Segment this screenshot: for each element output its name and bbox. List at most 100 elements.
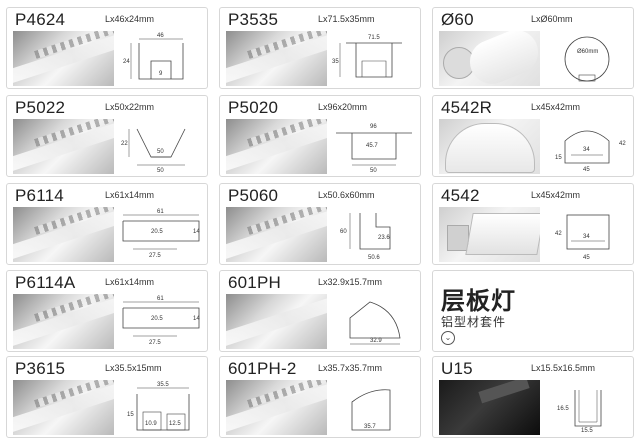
- dim-inner: 50: [157, 149, 164, 155]
- product-card-p3535[interactable]: P3535 Lx71.5x35mm 71.5 35: [219, 7, 421, 89]
- product-photo: [13, 31, 114, 86]
- product-photo: [226, 294, 327, 349]
- product-size: Lx50x22mm: [105, 102, 155, 112]
- dim-inner: 45.7: [366, 143, 378, 149]
- product-photo: [226, 207, 327, 262]
- dim-width: 61: [157, 296, 164, 302]
- product-size: Lx96x20mm: [318, 102, 368, 112]
- dim-height: 15: [127, 412, 134, 418]
- product-code: 601PH: [228, 273, 281, 292]
- dim-width: 61: [157, 209, 164, 215]
- product-code: 4542: [441, 186, 480, 205]
- product-size: Lx61x14mm: [105, 277, 155, 287]
- product-code: P5020: [228, 98, 279, 117]
- product-photo: [13, 207, 114, 262]
- product-code: P5022: [15, 98, 66, 117]
- dim-slot-b: 12.5: [169, 421, 181, 427]
- product-size: Lx45x42mm: [531, 102, 581, 112]
- dim-height: 42: [555, 231, 562, 237]
- dim-diameter: Ø60mm: [577, 49, 598, 55]
- dim-inner: 9: [159, 71, 163, 77]
- profile-drawing: Ø60mm: [543, 31, 631, 86]
- dim-width: 96: [370, 124, 377, 130]
- product-size: Lx46x24mm: [105, 14, 155, 24]
- profile-drawing: 22 50 50: [117, 119, 205, 174]
- dim-inner: 34: [583, 234, 590, 240]
- product-card-p6114[interactable]: P6114 Lx61x14mm 61 20.5 14 27.5: [6, 183, 208, 265]
- product-photo: [226, 31, 327, 86]
- profile-drawing: 34 15 42 45: [543, 119, 631, 174]
- dim-side: 15: [555, 155, 562, 161]
- dim-width: 71.5: [368, 35, 380, 41]
- product-size: Lx50.6x60mm: [318, 190, 375, 200]
- product-code: P3615: [15, 359, 66, 378]
- product-card-p4624[interactable]: P4624 Lx46x24mm 46 24 9: [6, 7, 208, 89]
- product-card-4542[interactable]: 4542 Lx45x42mm 34 42 45: [432, 183, 634, 265]
- product-card-u15[interactable]: U15 Lx15.5x16.5mm 15.5 16.5: [432, 356, 634, 438]
- product-size: Lx45x42mm: [531, 190, 581, 200]
- product-card-4542r[interactable]: 4542R Lx45x42mm 34 15 42 45: [432, 95, 634, 177]
- product-card-p5022[interactable]: P5022 Lx50x22mm 22 50 50: [6, 95, 208, 177]
- dim-inner: 34: [583, 147, 590, 153]
- product-photo: [439, 380, 540, 435]
- dim-height: 14: [193, 229, 200, 235]
- product-photo: [439, 119, 540, 174]
- product-code: U15: [441, 359, 473, 378]
- product-card-p6114a[interactable]: P6114A Lx61x14mm 61 20.5 14 27.5: [6, 270, 208, 352]
- product-card-p5060[interactable]: P5060 Lx50.6x60mm 23.6 60 50.6: [219, 183, 421, 265]
- product-code: 601PH-2: [228, 359, 297, 378]
- promo-title: 层板灯: [441, 288, 516, 315]
- product-photo: [439, 31, 540, 86]
- product-photo: [439, 207, 540, 262]
- product-card-601ph-2[interactable]: 601PH-2 Lx35.7x35.7mm 35.7: [219, 356, 421, 438]
- product-code: P6114A: [15, 273, 76, 292]
- dim-width: 32.9: [370, 338, 382, 344]
- product-card-601ph[interactable]: 601PH Lx32.9x15.7mm 32.9: [219, 270, 421, 352]
- profile-drawing: 23.6 60 50.6: [330, 207, 418, 262]
- product-card-p3615[interactable]: P3615 Lx35.5x15mm 35.5 15 10.9 12.5: [6, 356, 208, 438]
- profile-drawing: 15.5 16.5: [543, 380, 631, 435]
- product-size: Lx35.7x35.7mm: [318, 363, 383, 373]
- profile-drawing: 35.5 15 10.9 12.5: [117, 380, 205, 435]
- dim-inner: 20.5: [151, 316, 163, 322]
- dim-height: 24: [123, 59, 130, 65]
- product-size: Lx71.5x35mm: [318, 14, 375, 24]
- dim-height: 35: [332, 59, 339, 65]
- product-photo: [226, 119, 327, 174]
- product-code: P5060: [228, 186, 279, 205]
- dim-width: 45: [583, 255, 590, 261]
- product-code: P3535: [228, 10, 279, 29]
- profile-drawing: 96 45.7 50: [330, 119, 418, 174]
- dim-width: 50.6: [368, 255, 380, 261]
- promo-card[interactable]: 层板灯 铝型材套件 ⌄: [432, 270, 634, 352]
- dim-slot-a: 10.9: [145, 421, 157, 427]
- profile-drawing: 46 24 9: [117, 31, 205, 86]
- product-size: Lx35.5x15mm: [105, 363, 162, 373]
- profile-drawing: 32.9: [330, 294, 418, 349]
- product-card-o60[interactable]: Ø60 LxØ60mm Ø60mm: [432, 7, 634, 89]
- product-code: P6114: [15, 186, 64, 205]
- product-code: Ø60: [441, 10, 474, 29]
- product-size: Lx32.9x15.7mm: [318, 277, 383, 287]
- dim-width: 15.5: [581, 428, 593, 434]
- product-card-p5020[interactable]: P5020 Lx96x20mm 96 45.7 50: [219, 95, 421, 177]
- product-photo: [226, 380, 327, 435]
- chevron-down-icon[interactable]: ⌄: [441, 331, 455, 345]
- profile-drawing: 71.5 35: [330, 31, 418, 86]
- dim-width: 50: [157, 168, 164, 174]
- dim-height: 60: [340, 229, 347, 235]
- product-size: LxØ60mm: [531, 14, 573, 24]
- dim-base: 27.5: [149, 340, 161, 346]
- product-photo: [13, 119, 114, 174]
- dim-height: 22: [121, 141, 128, 147]
- product-code: 4542R: [441, 98, 493, 117]
- profile-drawing: 34 42 45: [543, 207, 631, 262]
- profile-drawing: 61 20.5 14 27.5: [117, 207, 205, 262]
- dim-inner: 23.6: [378, 235, 390, 241]
- dim-base: 27.5: [149, 253, 161, 259]
- promo-subtitle: 铝型材套件: [441, 315, 507, 329]
- dim-width: 35.5: [157, 382, 169, 388]
- product-code: P4624: [15, 10, 66, 29]
- dim-inner: 20.5: [151, 229, 163, 235]
- product-photo: [13, 294, 114, 349]
